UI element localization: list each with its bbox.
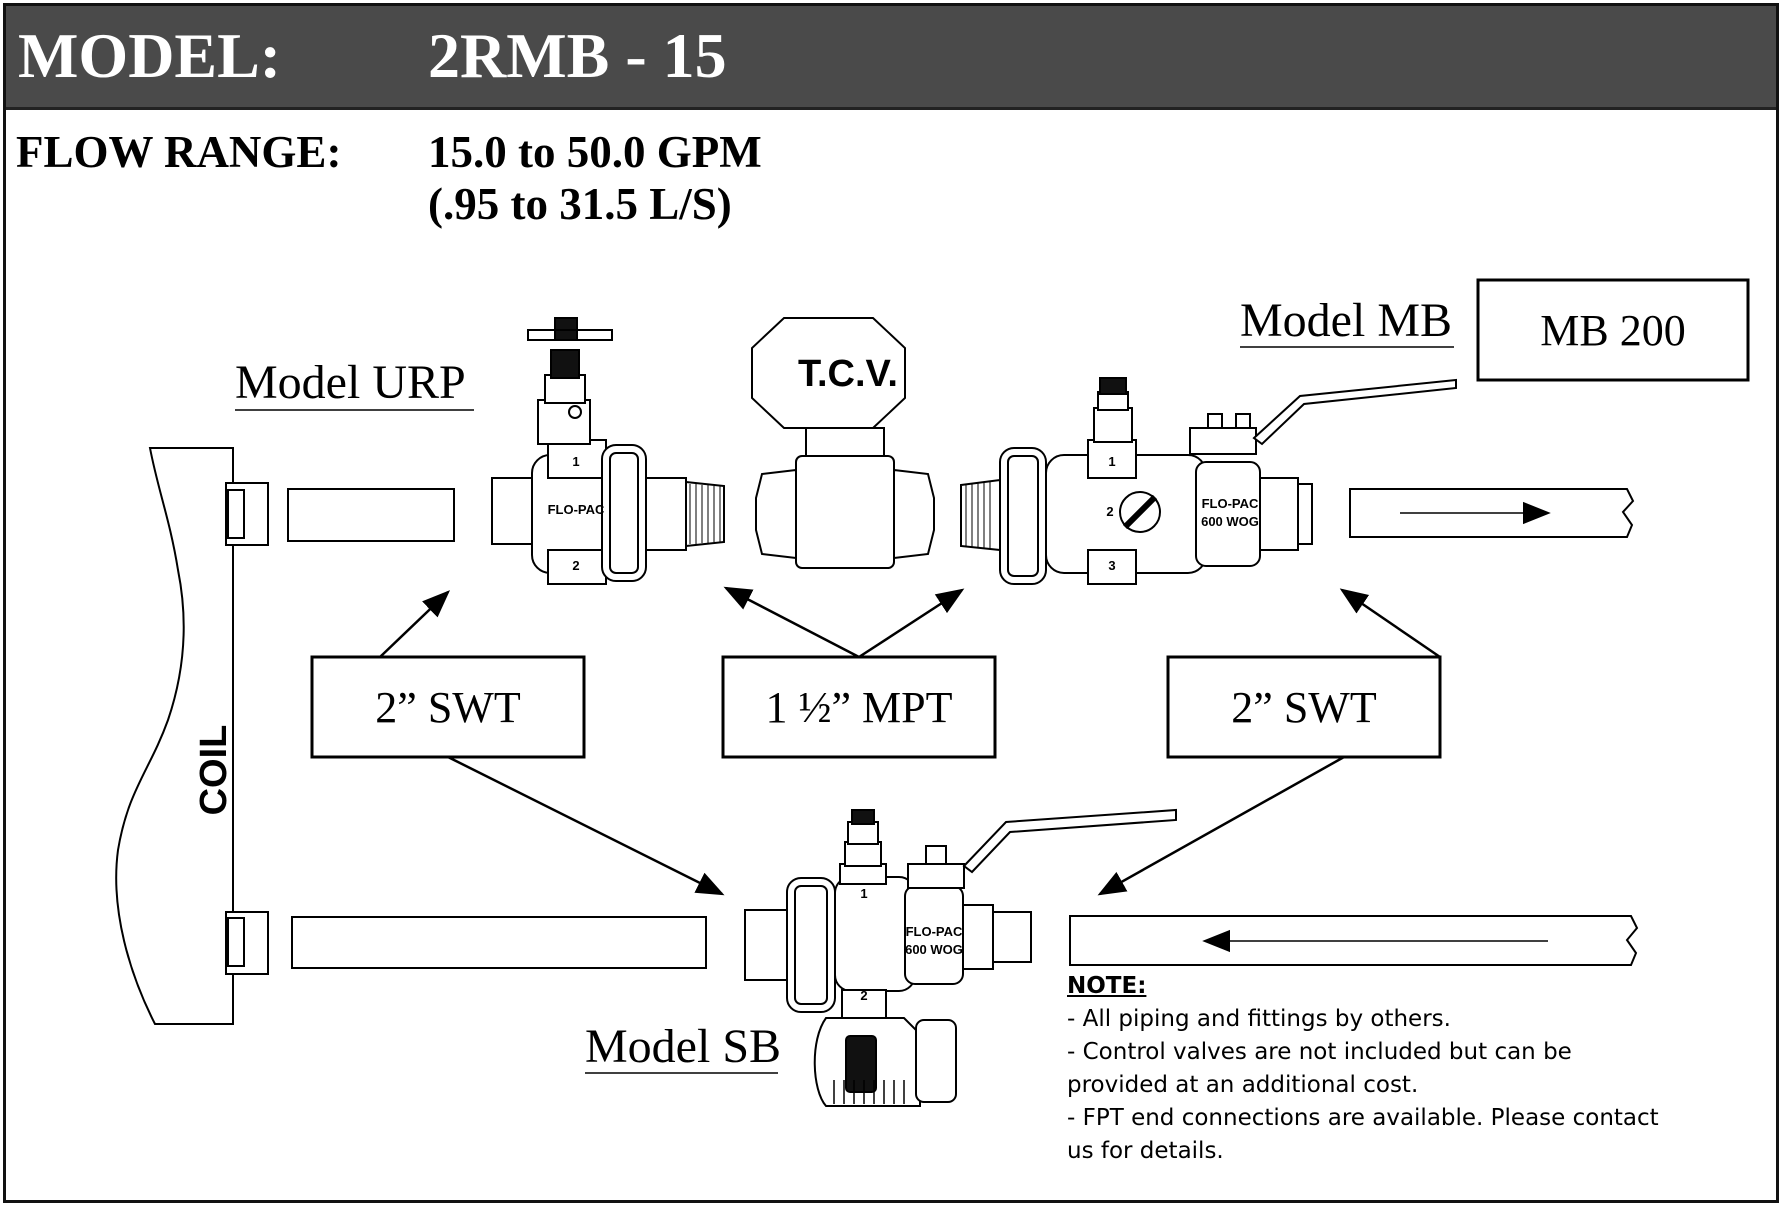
model-urp-label: Model URP: [235, 356, 466, 409]
leader-right-to-sb: [1097, 755, 1345, 896]
model-mb-label: Model MB: [1240, 294, 1452, 347]
leader-left-to-urp: [379, 590, 451, 658]
note-line-fpt: - FPT end connections are available. Ple…: [1067, 1105, 1659, 1164]
callout-box-mpt: [721, 655, 997, 759]
callout-mpt: 1 ½” MPT: [766, 683, 953, 732]
tcv-label: T.C.V.: [798, 353, 898, 395]
model-sb-label: Model SB: [585, 1020, 781, 1073]
leader-right-to-mb: [1339, 588, 1441, 659]
urp-port-2: 2: [572, 558, 579, 573]
mb-200-label: MB 200: [1540, 306, 1685, 355]
callout-right-swt: 2” SWT: [1231, 683, 1377, 732]
urp-port-1: 1: [572, 454, 579, 469]
mb-port-3: 3: [1108, 558, 1115, 573]
sb-rating-mark: 600 WOG: [905, 942, 963, 957]
note-line-control-valves: - Control valves are not included but ca…: [1067, 1039, 1572, 1098]
mb-port-2: 2: [1106, 504, 1113, 519]
pipe-return-coil: [291, 916, 707, 969]
flow-range-gpm: 15.0 to 50.0 GPM: [428, 127, 762, 177]
valve-sb: [744, 808, 1177, 1107]
model-number: 2RMB - 15: [428, 20, 727, 91]
pipe-supply-coil: [287, 488, 455, 542]
coil: [115, 447, 269, 1025]
note-line-piping: - All piping and fittings by others.: [1067, 1006, 1451, 1032]
sb-brand-mark: FLO-PAC: [906, 924, 963, 939]
flow-range-lps: (.95 to 31.5 L/S): [428, 179, 732, 229]
leader-arrows: [379, 586, 1441, 896]
drawing-sheet: MODEL: 2RMB - 15 FLOW RANGE: 15.0 to 50.…: [3, 3, 1779, 1203]
callout-left-swt: 2” SWT: [375, 683, 521, 732]
sb-port-1: 1: [860, 886, 867, 901]
leader-left-to-sb: [447, 755, 725, 896]
note-block: NOTE: - All piping and fittings by other…: [1067, 970, 1667, 1168]
model-header-bar: MODEL: 2RMB - 15: [6, 6, 1776, 110]
callout-box-right-swt: [1166, 655, 1442, 759]
urp-brand-mark: FLO-PAC: [548, 502, 605, 517]
sb-port-2: 2: [860, 988, 867, 1003]
leader-mpt-to-mb: [858, 588, 965, 659]
mb-rating-mark: 600 WOG: [1201, 514, 1259, 529]
leader-mpt-to-urp: [723, 586, 860, 659]
valve-urp: [491, 317, 725, 585]
mb-brand-mark: FLO-PAC: [1202, 496, 1259, 511]
note-title: NOTE:: [1067, 973, 1147, 999]
mb-200-box: [1476, 278, 1750, 382]
mb-port-1: 1: [1108, 454, 1115, 469]
valve-mb: [960, 377, 1457, 585]
flow-range-label: FLOW RANGE:: [16, 127, 342, 177]
tcv-valve: [751, 317, 935, 569]
model-label: MODEL:: [18, 20, 282, 91]
coil-label: COIL: [193, 725, 235, 816]
